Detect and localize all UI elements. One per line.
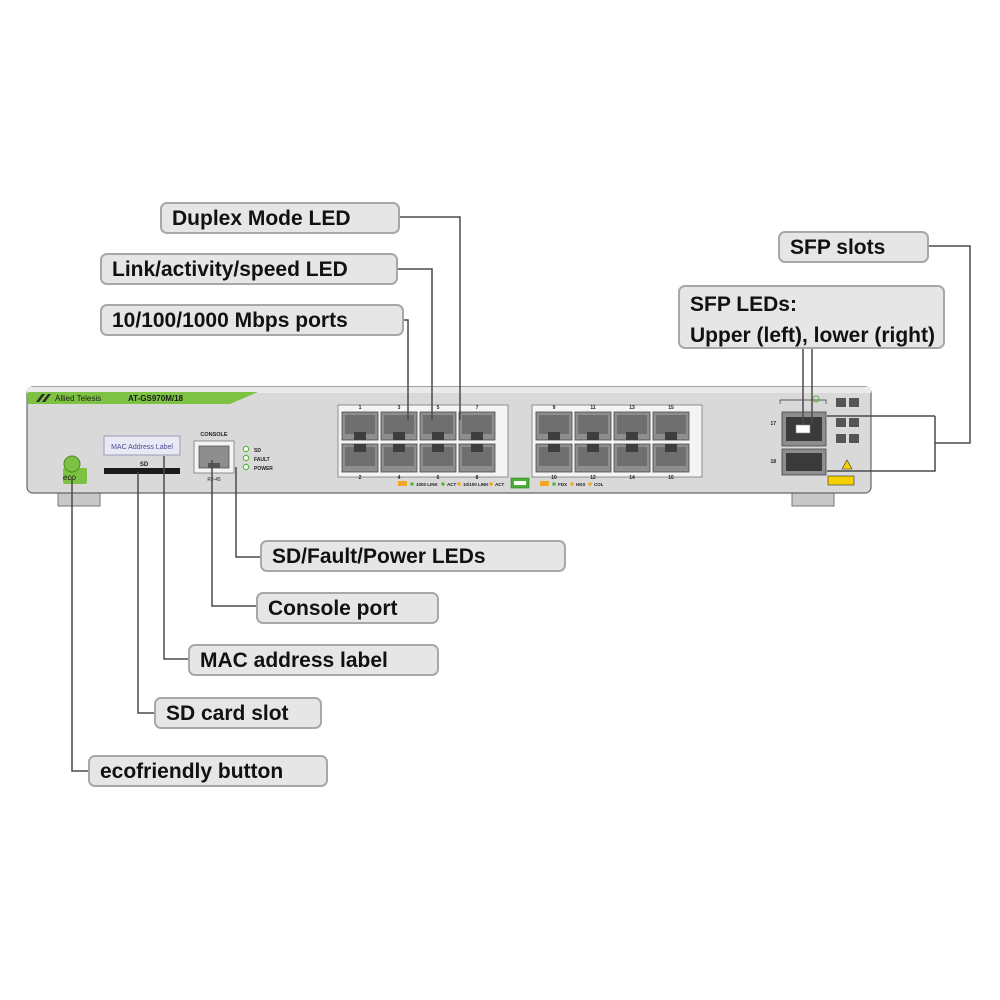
- power-led: POWER: [242, 463, 273, 472]
- fault-led-label: FAULT: [254, 457, 270, 463]
- sd-led-label: SD: [254, 448, 261, 454]
- callout-duplex-mode-led: Duplex Mode LED: [160, 202, 400, 234]
- fault-led: FAULT: [242, 454, 270, 463]
- rj45-port-13[interactable]: [613, 411, 651, 441]
- sfp-area: 17 18: [770, 395, 859, 486]
- legend-1000-link: 1000 LINK: [416, 482, 439, 487]
- rj45-port-7[interactable]: [458, 411, 496, 441]
- leaf-icon: [63, 455, 81, 473]
- sfp-slot-17[interactable]: [781, 411, 827, 447]
- allied-telesis-logo-icon: [36, 394, 51, 402]
- rj45-port-9[interactable]: [535, 411, 573, 441]
- legend-10-100-link: 10/100 LINK: [463, 482, 489, 487]
- sfp-slot-18[interactable]: [781, 448, 827, 476]
- power-led-label: POWER: [254, 466, 273, 472]
- callout-link-activity-speed-led: Link/activity/speed LED: [100, 253, 398, 285]
- rj45-port-2[interactable]: [341, 443, 379, 473]
- rj45-port-3[interactable]: [380, 411, 418, 441]
- model-name: AT-GS970M/18: [128, 394, 184, 403]
- callout-sfp-leds-line1: SFP LEDs:: [690, 293, 797, 316]
- port-number-2: 2: [359, 475, 362, 481]
- callout-duplex-mode-led-text: Duplex Mode LED: [172, 207, 351, 230]
- rj45-port-8[interactable]: [458, 443, 496, 473]
- callout-sfp-slots: SFP slots: [778, 231, 929, 263]
- callout-ecofriendly-button-text: ecofriendly button: [100, 760, 284, 783]
- port-number-5: 5: [437, 405, 440, 411]
- port-number-16: 16: [668, 475, 674, 481]
- port-number-13: 13: [629, 405, 635, 411]
- rj45-port-16[interactable]: [652, 443, 690, 473]
- console-sub-label: RJ-45: [207, 477, 221, 483]
- callout-console-port: Console port: [256, 592, 439, 624]
- port-number-12: 12: [590, 475, 596, 481]
- rj45-port-11[interactable]: [574, 411, 612, 441]
- brand-strip: Allied Telesis AT-GS970M/18: [28, 392, 258, 404]
- rj45-port-5[interactable]: [419, 411, 457, 441]
- rj45-port-1[interactable]: [341, 411, 379, 441]
- eco-text: eco: [63, 473, 76, 482]
- console-label: CONSOLE: [200, 432, 228, 438]
- mode-button[interactable]: [510, 477, 530, 489]
- console-port[interactable]: CONSOLE RJ-45: [193, 432, 235, 483]
- port-number-10: 10: [551, 475, 557, 481]
- port-number-1: 1: [359, 405, 362, 411]
- callout-mac-address-label: MAC address label: [188, 644, 439, 676]
- rj45-port-10[interactable]: [535, 443, 573, 473]
- rj45-ports: [341, 411, 690, 473]
- rj45-port-15[interactable]: [652, 411, 690, 441]
- port-number-3: 3: [398, 405, 401, 411]
- port-number-15: 15: [668, 405, 674, 411]
- port-number-9: 9: [553, 405, 556, 411]
- sfp-number-17: 17: [770, 421, 776, 427]
- callout-sd-card-slot: SD card slot: [154, 697, 322, 729]
- port-number-11: 11: [590, 405, 596, 411]
- legend-fdx: FDX: [558, 482, 567, 487]
- port-number-4: 4: [398, 475, 401, 481]
- sd-led: SD: [242, 445, 261, 454]
- sfp-number-18: 18: [770, 459, 776, 465]
- sd-slot-label: SD: [140, 462, 149, 468]
- port-number-7: 7: [476, 405, 479, 411]
- rj45-port-14[interactable]: [613, 443, 651, 473]
- callout-sd-card-slot-text: SD card slot: [166, 702, 289, 725]
- port-led-legend: 1000 LINK ACT 10/100 LINK ACT FDX HDX CO…: [398, 477, 604, 489]
- legend-act-1: ACT: [447, 482, 456, 487]
- brand-name: Allied Telesis: [55, 394, 101, 403]
- port-number-6: 6: [437, 475, 440, 481]
- rj45-port-6[interactable]: [419, 443, 457, 473]
- legend-act-2: ACT: [495, 482, 504, 487]
- callout-ecofriendly-button: ecofriendly button: [88, 755, 328, 787]
- rj45-port-12[interactable]: [574, 443, 612, 473]
- callout-link-activity-speed-led-text: Link/activity/speed LED: [112, 258, 348, 281]
- callout-sd-fault-power-leds: SD/Fault/Power LEDs: [260, 540, 566, 572]
- callout-ports-text: 10/100/1000 Mbps ports: [112, 309, 348, 332]
- mac-label-text: MAC Address Label: [111, 444, 173, 451]
- sd-card-slot[interactable]: SD: [104, 462, 180, 474]
- callout-sfp-slots-text: SFP slots: [790, 236, 886, 259]
- legend-col: COL: [594, 482, 604, 487]
- callout-mac-address-label-text: MAC address label: [200, 649, 388, 672]
- callout-ports: 10/100/1000 Mbps ports: [100, 304, 404, 336]
- callout-sd-fault-power-leds-text: SD/Fault/Power LEDs: [272, 545, 486, 568]
- sfp-led-grid: [836, 398, 859, 443]
- callout-sfp-leds-line2: Upper (left), lower (right): [690, 324, 935, 347]
- status-leds: SD FAULT POWER: [242, 445, 273, 472]
- port-number-14: 14: [629, 475, 635, 481]
- eco-button[interactable]: eco: [63, 455, 87, 484]
- rj45-port-4[interactable]: [380, 443, 418, 473]
- laser-warning-icon: [827, 459, 855, 486]
- mac-address-label: MAC Address Label: [103, 435, 181, 456]
- callout-console-port-text: Console port: [268, 597, 398, 620]
- legend-hdx: HDX: [576, 482, 586, 487]
- callout-sfp-leds: SFP LEDs: Upper (left), lower (right): [678, 285, 945, 349]
- leader-lines: [71, 216, 971, 772]
- port-number-8: 8: [476, 475, 479, 481]
